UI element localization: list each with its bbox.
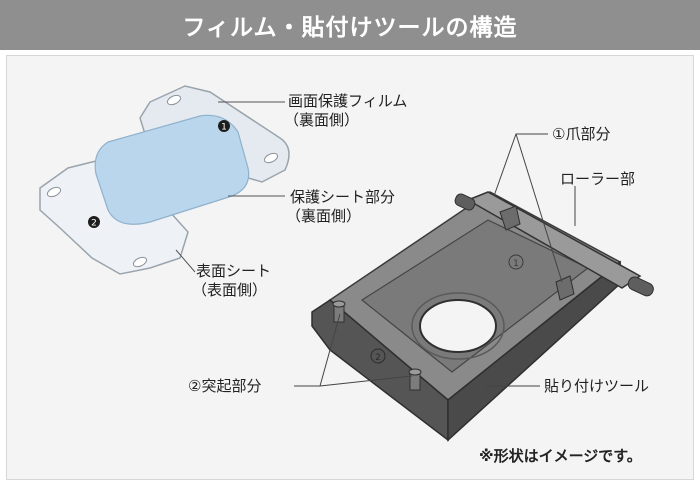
label-claw: ①爪部分 bbox=[552, 125, 610, 143]
tool-marker-1-text: 1 bbox=[513, 259, 519, 269]
sheet-hole-3 bbox=[46, 186, 62, 198]
label-surface-line2: （表面側） bbox=[192, 281, 267, 299]
sheet-hole-2 bbox=[263, 152, 279, 164]
label-film-line2: （裏面側） bbox=[284, 111, 359, 129]
marker-1-dot bbox=[218, 120, 230, 132]
roller-knob-left bbox=[454, 193, 476, 211]
film-sheet-illustration: 1 2 bbox=[39, 85, 290, 275]
page-title: フィルム・貼付けツールの構造 bbox=[182, 15, 518, 41]
right-leader-lines bbox=[294, 133, 576, 387]
tool-marker-1 bbox=[508, 254, 524, 270]
tool-marker-2-text: 2 bbox=[375, 353, 381, 363]
camera-hole bbox=[419, 299, 497, 353]
left-leader-lines bbox=[175, 101, 285, 273]
claw-part bbox=[499, 205, 521, 231]
claw-part-2 bbox=[555, 275, 575, 301]
label-surface-line1: 表面シート bbox=[196, 262, 271, 280]
application-tool-illustration: 1 2 bbox=[311, 191, 654, 442]
protrusion-pin-1 bbox=[332, 300, 346, 323]
tool-marker-2 bbox=[370, 348, 386, 364]
protrusion-pin-2 bbox=[408, 368, 422, 391]
camera-hole-rim bbox=[411, 292, 505, 360]
label-tool: 貼り付けツール bbox=[544, 377, 649, 395]
roller-knob-right bbox=[627, 276, 654, 297]
sheet-hole-1 bbox=[166, 94, 182, 106]
marker-2-dot bbox=[88, 216, 100, 228]
sheet-hole-4 bbox=[132, 256, 148, 268]
marker-2-text: 2 bbox=[91, 219, 97, 229]
marker-1-text: 1 bbox=[221, 123, 227, 133]
label-film-line1: 画面保護フィルム bbox=[288, 92, 407, 110]
label-roller: ローラー部 bbox=[560, 170, 635, 188]
header-bar: フィルム・貼付けツールの構造 bbox=[0, 0, 700, 50]
label-protect-line2: （裏面側） bbox=[286, 207, 361, 225]
label-protect-line1: 保護シート部分 bbox=[290, 188, 395, 206]
label-protrusion: ②突起部分 bbox=[188, 377, 261, 395]
disclaimer-note: ※形状はイメージです。 bbox=[479, 447, 642, 465]
